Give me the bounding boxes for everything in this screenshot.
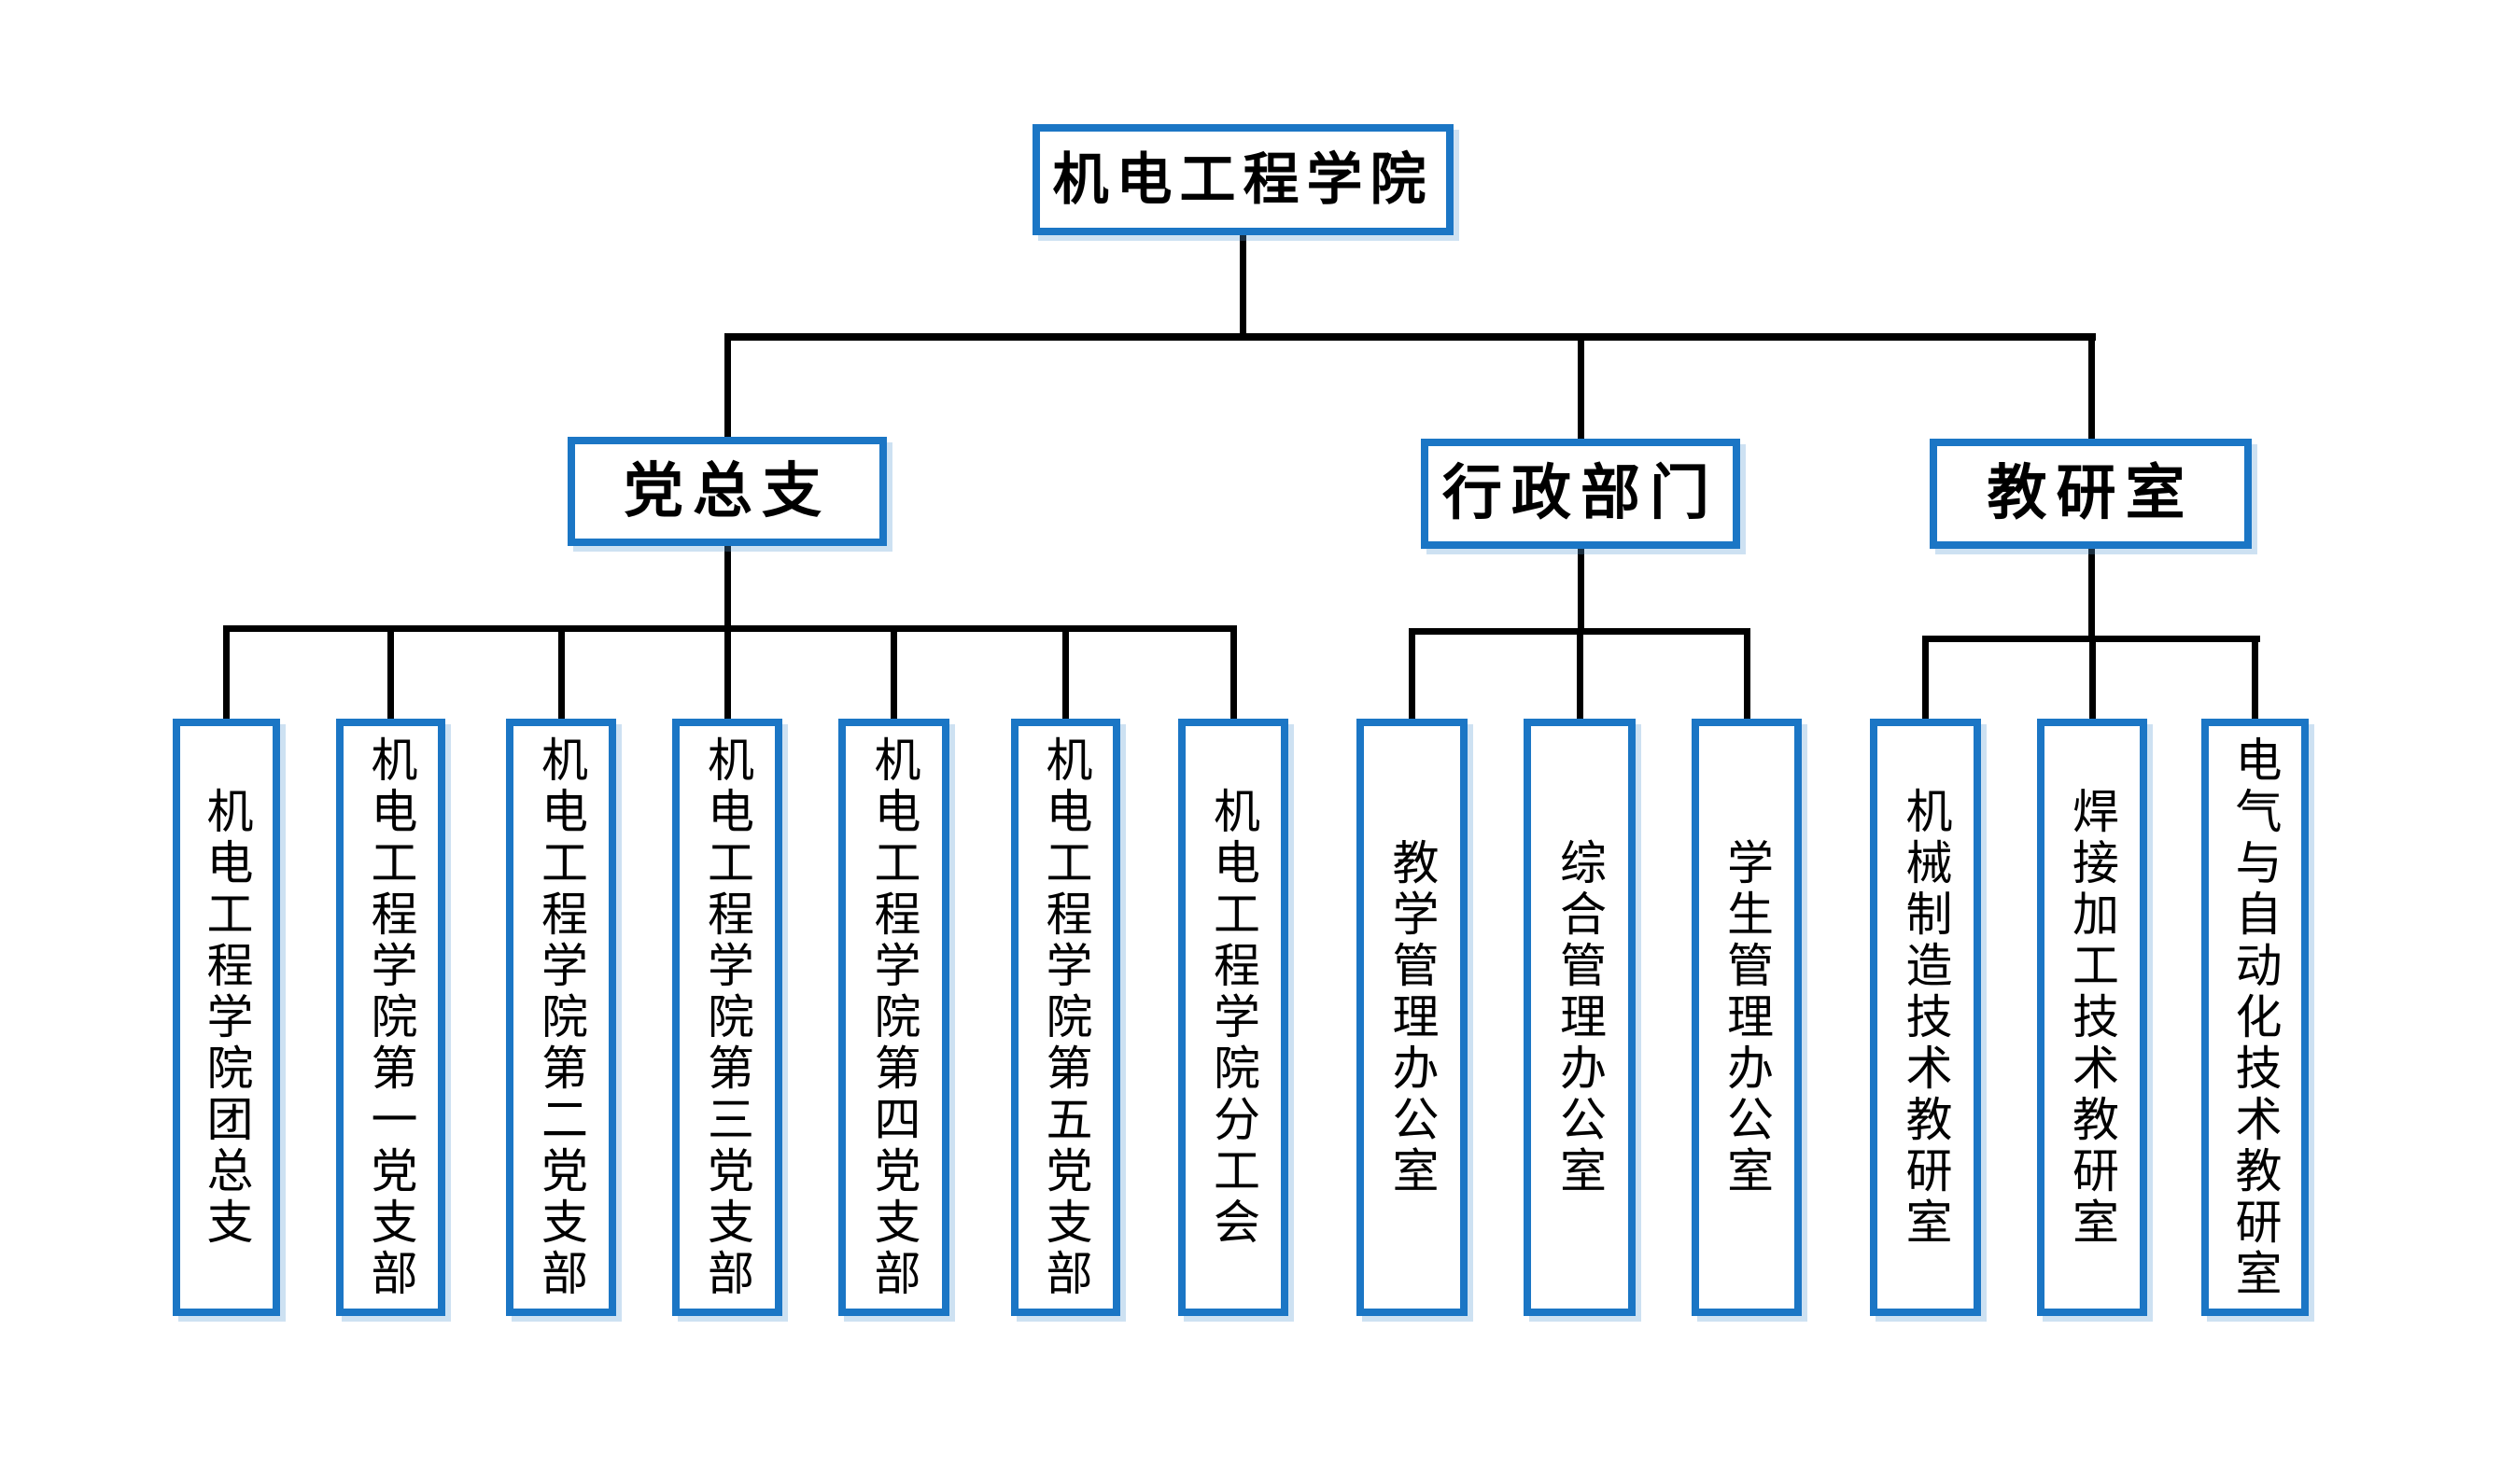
connector-line	[2252, 636, 2258, 722]
child-node-label: 机电工程学院第三党支部	[700, 735, 754, 1300]
connector-line	[724, 336, 731, 439]
connector-line	[1744, 628, 1750, 722]
connector-line	[2088, 549, 2095, 642]
child-node: 机电工程学院第二党支部	[506, 719, 616, 1316]
connector-line	[387, 625, 394, 722]
connector-line	[1577, 628, 1583, 722]
connector-line	[1578, 549, 1584, 635]
child-node-label: 机电工程学院团总支	[199, 786, 254, 1249]
child-node-label: 机电工程学院第五党支部	[1038, 735, 1093, 1300]
child-node: 机电工程学院第三党支部	[672, 719, 782, 1316]
child-node: 机电工程学院第一党支部	[336, 719, 445, 1316]
connector-line	[2088, 336, 2095, 441]
child-node: 焊接加工技术教研室	[2037, 719, 2147, 1316]
child-node: 电气与自动化技术教研室	[2201, 719, 2309, 1316]
connector-line	[1062, 625, 1069, 722]
connector-line	[223, 625, 230, 722]
child-node: 学生管理办公室	[1692, 719, 1802, 1316]
child-node: 教学管理办公室	[1356, 719, 1468, 1316]
connector-line	[724, 333, 2096, 341]
child-node-label: 焊接加工技术教研室	[2065, 786, 2119, 1249]
child-node-label: 机电工程学院第二党支部	[534, 735, 588, 1300]
group-node-research: 教研室	[1930, 439, 2252, 549]
child-node: 机械制造技术教研室	[1870, 719, 1981, 1316]
child-node: 机电工程学院分工会	[1178, 719, 1288, 1316]
connector-line	[1240, 235, 1246, 340]
child-node-label: 机电工程学院分工会	[1206, 786, 1260, 1249]
child-node: 机电工程学院第五党支部	[1011, 719, 1120, 1316]
connector-line	[1922, 636, 1929, 722]
group-node-admin: 行政部门	[1421, 439, 1740, 549]
connector-line	[724, 546, 731, 632]
connector-line	[1230, 625, 1237, 722]
group-node-label: 行政部门	[1442, 458, 1719, 528]
root-node-label: 机电工程学院	[1052, 147, 1434, 213]
connector-line	[1409, 628, 1415, 722]
group-node-label: 教研室	[1987, 458, 2195, 528]
child-node-label: 机械制造技术教研室	[1898, 786, 1953, 1249]
child-node: 机电工程学院团总支	[173, 719, 280, 1316]
child-node-label: 电气与自动化技术教研室	[2227, 735, 2283, 1300]
group-node-label: 党总支	[624, 455, 831, 526]
connector-line	[724, 625, 731, 722]
child-node-label: 学生管理办公室	[1720, 837, 1774, 1197]
connector-line	[891, 625, 897, 722]
connector-line	[2089, 636, 2096, 722]
root-node: 机电工程学院	[1033, 124, 1454, 235]
child-node-label: 机电工程学院第一党支部	[363, 735, 418, 1300]
child-node: 综合管理办公室	[1524, 719, 1636, 1316]
connector-line	[1578, 336, 1584, 441]
connector-line	[558, 625, 565, 722]
child-node: 机电工程学院第四党支部	[838, 719, 949, 1316]
child-node-label: 机电工程学院第四党支部	[866, 735, 921, 1300]
group-node-party: 党总支	[568, 437, 887, 546]
child-node-label: 综合管理办公室	[1553, 837, 1607, 1197]
child-node-label: 教学管理办公室	[1384, 837, 1440, 1197]
